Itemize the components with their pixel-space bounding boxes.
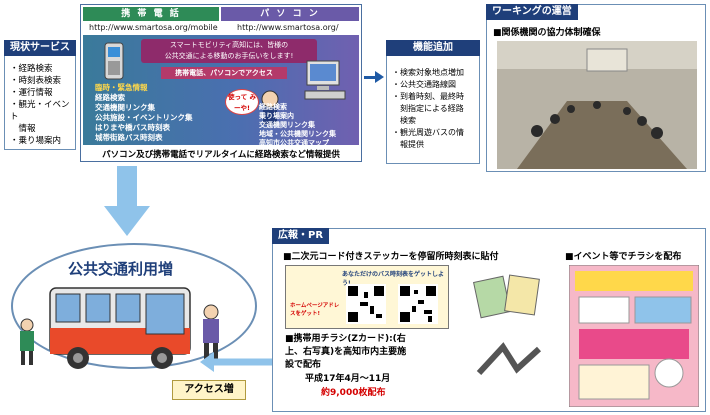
working-panel: ワーキングの運営 ■関係機関の協力体制確保 — [486, 4, 706, 172]
list-item: 臨時・緊急情報 — [95, 83, 148, 92]
qr-code-icon — [346, 284, 386, 324]
list-item: 公共施設・イベントリンク集 — [95, 113, 193, 122]
list-item: はりまや橋バス時刻表 — [95, 123, 170, 132]
list-item: ・運行情報 — [10, 88, 53, 98]
working-title: ワーキングの運営 — [486, 4, 578, 20]
list-item: 検索 — [392, 116, 416, 125]
sticker-text-1: あなただけのバス時刻表をゲットしよう! — [342, 271, 445, 287]
pc-header: パ ソ コ ン — [221, 7, 359, 21]
list-item: 刻指定による経路 — [392, 104, 464, 113]
added-features-panel: 機能追加 ・検索対象地点増加 ・公共交通路線図 ・到着時刻、最終時 刻指定による… — [386, 40, 480, 164]
list-item: ・公共交通路線図 — [392, 80, 456, 89]
event-flyer-image — [569, 265, 699, 407]
phone-header: 携 帯 電 話 — [83, 7, 219, 21]
transit-title: 公共交通利用増 — [68, 260, 174, 278]
list-item: 高知市公共交通マップ — [259, 139, 329, 147]
sticker-image: あなただけのバス時刻表をゲットしよう! ホームページアドレスをゲット! — [285, 265, 449, 329]
qr-code-icon — [398, 284, 438, 324]
computer-icon — [304, 60, 346, 100]
arrow-shaft — [364, 76, 376, 79]
flyer-quantity: 約9,000枚配布 — [321, 388, 386, 398]
flyer-text: ■携帯用チラシ(Zカード):(右 上、右写真)を高知市内主要施 設で配布 — [285, 333, 406, 372]
meeting-photo — [497, 41, 697, 169]
website-panel: 携 帯 電 話 パ ソ コ ン http://www.smartosa.org/… — [80, 4, 362, 162]
mobile-phone-icon — [104, 42, 124, 80]
sticker-text-2: ホームページアドレスをゲット! — [290, 303, 340, 317]
phone-url: http://www.smartosa.org/mobile — [89, 23, 218, 32]
added-features-list: ・検索対象地点増加 ・公共交通路線図 ・到着時刻、最終時 刻指定による経路 検索… — [392, 67, 464, 151]
pc-url: http://www.smartosa.org/ — [237, 23, 339, 32]
list-item: ・経路検索 — [10, 64, 53, 74]
flyer-line: ■携帯用チラシ(Zカード):(右 — [285, 334, 406, 344]
flyer-line: 上、右写真)を高知市内主要施 — [285, 347, 407, 357]
list-item: ・観光周遊バスの情 — [392, 128, 464, 137]
pc-features: 経路検索 乗り場案内 交通機関リンク集 地域・公共機関リンク集 高知市公共交通マ… — [259, 103, 336, 148]
arrow-right-icon — [375, 71, 384, 83]
transit-ellipse — [11, 243, 257, 369]
pr-panel: 広報・PR ■二次元コード付きステッカーを停留所時刻表に貼付 ■イベント等でチラ… — [272, 228, 706, 412]
banner-line-2: 公共交通による移動のお手伝いをします! — [164, 52, 294, 60]
list-item: ・到着時刻、最終時 — [392, 92, 464, 101]
list-item: ・検索対象地点増加 — [392, 68, 464, 77]
phone-features: 臨時・緊急情報 経路検索 交通機関リンク集 公共施設・イベントリンク集 はりまや… — [95, 83, 193, 143]
access-increase-label: アクセス増 — [172, 380, 246, 400]
list-item: 交通機関リンク集 — [95, 103, 155, 112]
flyer-line: 設で配布 — [285, 360, 322, 370]
working-subtitle: ■関係機関の協力体制確保 — [493, 28, 601, 38]
added-features-title: 機能追加 — [386, 40, 480, 56]
list-item: 経路検索 — [259, 103, 287, 111]
arrow-down-icon — [104, 166, 150, 236]
list-item: 交通機関リンク集 — [259, 121, 315, 129]
flyer-photo — [473, 274, 540, 319]
list-item: ・乗り場案内 — [10, 136, 62, 146]
current-service-title: 現状サービス — [4, 40, 76, 56]
banner-line-1: スマートモビリティ高知には、皆様の — [169, 41, 289, 49]
flyer-photo — [476, 342, 542, 376]
passenger-icon — [203, 304, 219, 359]
flyer-period: 平成17年4月～11月 — [305, 374, 391, 384]
passenger-icon — [20, 318, 34, 365]
speech-bubble: 使って みーや! — [225, 89, 259, 115]
list-item: 地域・公共機関リンク集 — [259, 130, 336, 138]
event-heading: ■イベント等でチラシを配布 — [565, 252, 682, 262]
banner: スマートモビリティ高知には、皆様の 公共交通による移動のお手伝いをします! — [141, 39, 317, 63]
list-item: 経路検索 — [95, 93, 125, 102]
access-label: 携帯電話、パソコンでアクセス — [161, 67, 287, 79]
current-service-panel: 現状サービス ・経路検索 ・時刻表検索 ・運行情報 ・観光・イベント 情報 ・乗… — [4, 40, 76, 150]
pr-title: 広報・PR — [272, 228, 330, 244]
sticker-heading: ■二次元コード付きステッカーを停留所時刻表に貼付 — [283, 252, 499, 262]
mascot-icon — [261, 90, 279, 125]
website-caption: パソコン及び携帯電話でリアルタイムに経路検索など情報提供 — [102, 150, 340, 160]
list-item: 乗り場案内 — [259, 112, 294, 120]
bus-icon — [49, 287, 191, 369]
list-item: ・観光・イベント — [10, 100, 70, 122]
arrow-curve-icon — [200, 352, 280, 380]
current-service-list: ・経路検索 ・時刻表検索 ・運行情報 ・観光・イベント 情報 ・乗り場案内 — [10, 63, 75, 147]
list-item: ・時刻表検索 — [10, 76, 62, 86]
list-item: 情報 — [10, 124, 36, 134]
list-item: 城帯街路バス時刻表 — [95, 133, 163, 142]
list-item: 報提供 — [392, 140, 424, 149]
